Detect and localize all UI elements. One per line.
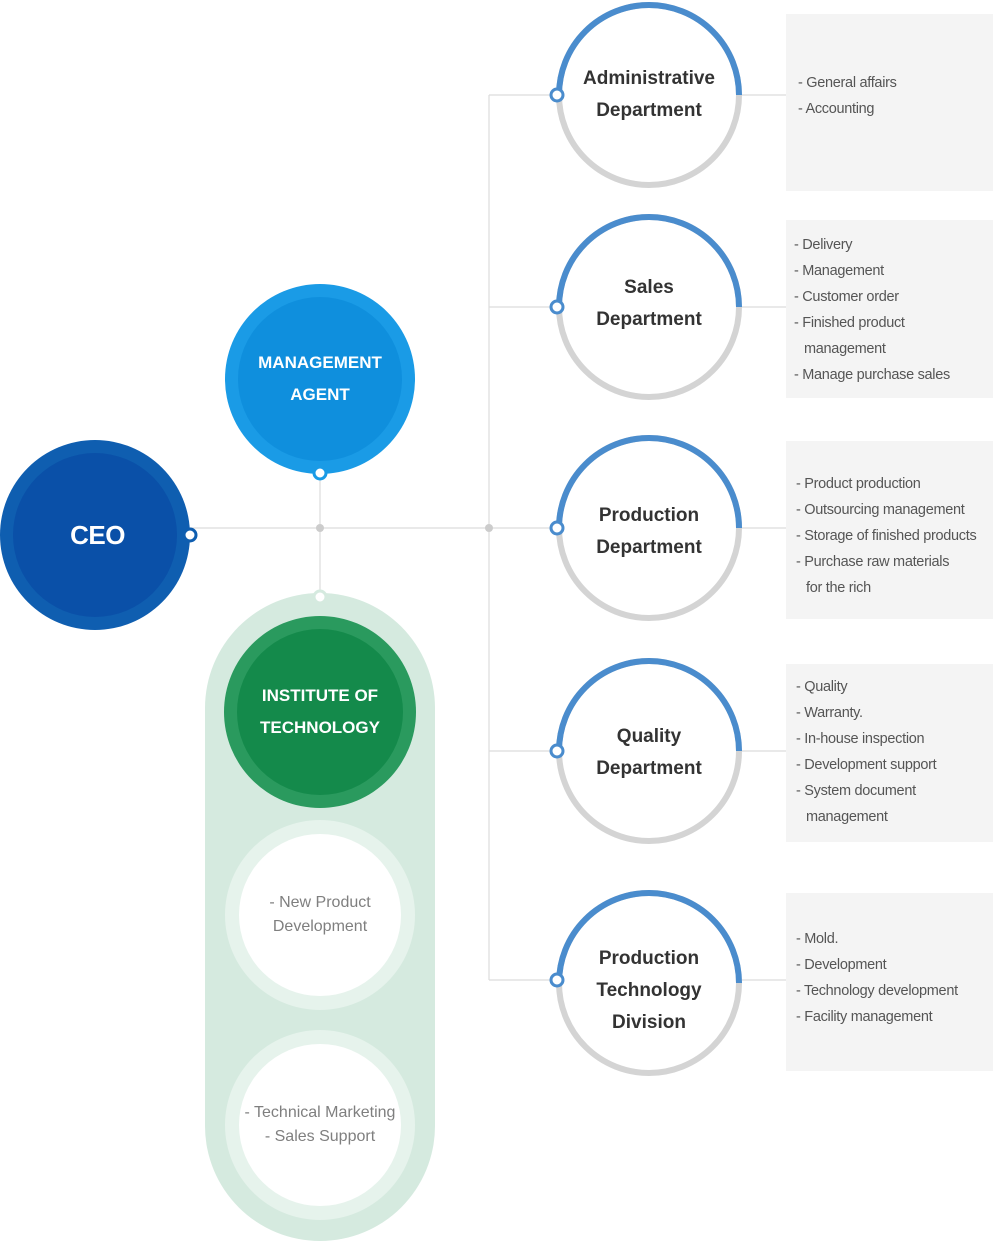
duty-box-bg (786, 664, 993, 842)
dept-ring-5 (549, 890, 742, 1076)
sub-item-line: - New Product (269, 894, 371, 911)
duty-item: - Mold. (796, 931, 839, 947)
duty-item: - Purchase raw materials (796, 554, 950, 570)
duty-list-production-technology: - Mold. - Development - Technology devel… (786, 926, 993, 1030)
agent-line-2: AGENT (290, 385, 350, 404)
duty-box-bg (786, 441, 993, 619)
management-agent-label: MANAGEMENT AGENT (225, 285, 415, 473)
duty-item: - Accounting (798, 101, 875, 117)
institute-node-inner (237, 629, 403, 795)
agent-connector-dot (312, 465, 328, 481)
duty-item: - In-house inspection (796, 731, 925, 747)
ceo-node-inner (13, 453, 177, 617)
duty-item: for the rich (806, 580, 871, 596)
institute-line-2: TECHNOLOGY (260, 718, 380, 737)
institute-sub-circle-inner (239, 834, 401, 996)
sub-item-line: - Technical Marketing (244, 1104, 396, 1121)
dept-title-line: Technology (596, 980, 702, 1001)
duty-box-bg (786, 14, 993, 191)
dept-ring-3 (549, 435, 742, 621)
agent-line-1: MANAGEMENT (258, 353, 382, 372)
ceo-text: CEO (70, 519, 125, 550)
duty-item: - Delivery (794, 237, 853, 253)
duty-box-bg (786, 893, 993, 1071)
duty-item: - Manage purchase sales (794, 367, 950, 383)
dept-connector-dot (549, 743, 565, 759)
duty-item: - Customer order (794, 289, 899, 305)
duty-item: - Warranty. (796, 705, 863, 721)
dept-ring-1 (549, 2, 742, 188)
dept-title-line: Department (596, 537, 702, 558)
dept-title-line: Quality (616, 726, 682, 747)
duty-item: management (804, 341, 886, 357)
duty-item: - Product production (796, 476, 921, 492)
institute-line-1: INSTITUTE OF (261, 686, 379, 705)
dept-connector-dot (549, 87, 565, 103)
duty-list-production: - Product production - Outsourcing manag… (786, 471, 993, 601)
duty-item: - Management (794, 263, 884, 279)
dept-connector-dot (549, 520, 565, 536)
ceo-label: CEO (5, 440, 190, 630)
duty-item: - Development (796, 957, 887, 973)
junction-dot (316, 524, 324, 532)
connector-lines (190, 94, 786, 981)
dept-connector-dot (549, 299, 565, 315)
institute-sub-item: - New Product Development (225, 825, 415, 1005)
dept-title-line: Department (596, 758, 702, 779)
agent-node-inner (238, 297, 402, 461)
institute-top-dot (312, 589, 328, 605)
duty-item: - Development support (796, 757, 937, 773)
duty-item: management (806, 809, 888, 825)
dept-title-line: Production (598, 948, 700, 969)
duty-item: - Quality (796, 679, 848, 695)
dept-title-line: Sales (624, 277, 674, 298)
institute-sub-circle-inner (239, 1044, 401, 1206)
junction-dot (485, 524, 493, 532)
dept-title-line: Production (598, 505, 700, 526)
dept-connector-dot (549, 972, 565, 988)
department-title: Production Technology Division (561, 903, 737, 1079)
duty-item: - Finished product (794, 315, 905, 331)
ceo-connector-dot (182, 527, 198, 543)
dept-ring-4 (549, 658, 742, 844)
duty-item: - Facility management (796, 1009, 933, 1025)
sub-item-line: - Sales Support (264, 1128, 376, 1145)
duty-list-sales: - Delivery - Management - Customer order… (786, 232, 993, 388)
institute-label: INSTITUTE OF TECHNOLOGY (225, 618, 415, 806)
dept-title-line: Department (596, 100, 702, 121)
department-title: Sales Department (561, 216, 737, 392)
department-title: Quality Department (561, 665, 737, 841)
dept-ring-2 (549, 214, 742, 400)
duty-list-administrative: - General affairs - Accounting (786, 70, 993, 122)
duty-item: - Storage of finished products (796, 528, 977, 544)
dept-title-line: Department (596, 309, 702, 330)
dept-title-line: Administrative (583, 68, 715, 89)
sub-item-line: Development (272, 918, 368, 935)
duty-item: - General affairs (798, 75, 897, 91)
duty-list-quality: - Quality - Warranty. - In-house inspect… (786, 674, 993, 830)
department-title: Production Department (561, 444, 737, 620)
duty-item: - System document (796, 783, 916, 799)
department-title: Administrative Department (561, 7, 737, 183)
dept-title-line: Division (612, 1012, 686, 1033)
duty-box-bg (786, 220, 993, 398)
duty-item: - Outsourcing management (796, 502, 965, 518)
duty-item: - Technology development (796, 983, 958, 999)
institute-sub-item: - Technical Marketing - Sales Support (225, 1035, 415, 1215)
